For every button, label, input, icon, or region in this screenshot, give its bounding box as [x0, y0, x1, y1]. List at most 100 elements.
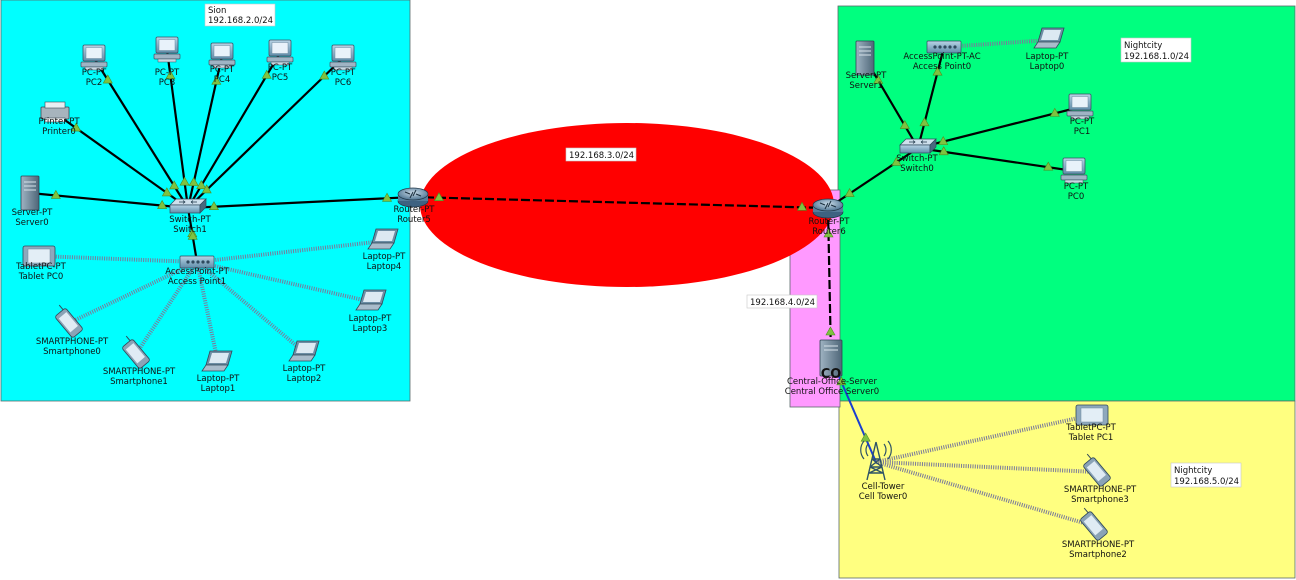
link-switch0-ap0[interactable]	[916, 46, 946, 149]
link-ap1-laptop2[interactable]	[195, 260, 307, 355]
note-nightcity-lan: Nightcity 192.168.1.0/24	[1120, 37, 1192, 63]
device-name-label: PC0	[1068, 192, 1084, 202]
link-ap1-laptop3[interactable]	[196, 260, 373, 304]
note-sion: Sion 192.168.2.0/24	[204, 3, 276, 27]
link-up-marker	[891, 156, 902, 166]
note-central-office-subnet: 192.168.4.0/24	[750, 298, 815, 308]
note-nightcity-lan-subnet: 192.168.1.0/24	[1124, 52, 1189, 62]
link-switch1-router5[interactable]	[187, 195, 414, 210]
device-name-label: Server1	[849, 81, 882, 91]
link-up-marker	[1049, 107, 1060, 117]
zone-wan	[420, 123, 834, 287]
router-icon	[812, 198, 844, 219]
link-router6-switch0[interactable]	[827, 147, 919, 209]
device-type-label: PC-PT	[1064, 182, 1089, 192]
link-celltower-smart2[interactable]	[875, 460, 1095, 528]
link-ap1-laptop1[interactable]	[195, 261, 220, 364]
device-type-label: SMARTPHONE-PT	[36, 337, 109, 347]
device-name-label: Cell Tower0	[859, 492, 908, 502]
device-type-label: Central-Office-Server	[787, 377, 878, 387]
link-up-marker	[169, 180, 180, 190]
link-ap1-laptop4[interactable]	[196, 239, 385, 264]
device-type-label: AccessPoint-PT-AC	[903, 52, 980, 62]
device-name-label: PC5	[272, 73, 288, 83]
pc-icon	[1060, 157, 1088, 184]
link-up-marker	[382, 192, 393, 202]
link-up-marker	[825, 326, 836, 336]
device-name-label: Smartphone3	[1071, 495, 1129, 505]
note-nightcity-cell-title: Nightcity	[1174, 466, 1212, 476]
link-up-marker	[938, 146, 949, 156]
device-type-label: AccessPoint-PT	[165, 267, 229, 277]
zone-nightcity-cell	[838, 400, 1296, 579]
device-type-label: Server-PT	[12, 208, 54, 218]
device-name-label: PC4	[214, 75, 230, 85]
link-router5-router6[interactable]	[412, 195, 829, 210]
device-name-label: Switch1	[173, 225, 207, 235]
link-up-marker	[50, 189, 61, 199]
device-name-label: Printer0	[42, 127, 76, 137]
link-celltower-tablet1[interactable]	[875, 413, 1093, 464]
device-type-label: Laptop-PT	[283, 364, 326, 374]
device-name-label: Router5	[397, 215, 431, 225]
link-up-marker	[261, 69, 272, 79]
link-switch1-pc5[interactable]	[187, 52, 281, 209]
link-up-marker	[836, 376, 847, 386]
device-type-label: Laptop-PT	[197, 374, 240, 384]
device-type-label: Router-PT	[393, 205, 435, 215]
link-ap1-smart0[interactable]	[68, 260, 198, 325]
switch-icon	[169, 198, 207, 214]
link-up-marker	[1043, 161, 1054, 171]
link-up-marker	[102, 74, 113, 84]
link-up-marker	[860, 432, 871, 442]
link-switch1-pc6[interactable]	[187, 57, 344, 209]
link-up-marker	[899, 119, 910, 129]
link-up-marker	[844, 187, 855, 197]
note-sion-subnet: 192.168.2.0/24	[208, 16, 273, 26]
link-ap1-tablet0[interactable]	[38, 254, 198, 264]
link-up-marker	[71, 122, 82, 132]
link-up-marker	[796, 201, 808, 211]
device-name-label: PC3	[159, 78, 175, 88]
device-name-label: PC2	[86, 78, 102, 88]
device-type-label: Switch-PT	[896, 154, 938, 164]
link-up-marker	[873, 74, 884, 84]
note-wan-subnet: 192.168.3.0/24	[569, 151, 634, 161]
device-type-label: PC-PT	[268, 63, 293, 73]
note-wan: 192.168.3.0/24	[565, 147, 637, 162]
link-ap0-laptop0[interactable]	[943, 38, 1051, 49]
link-celltower-smart3[interactable]	[875, 460, 1098, 474]
device-type-label: SMARTPHONE-PT	[1062, 540, 1135, 550]
device-name-label: Laptop1	[201, 384, 236, 394]
